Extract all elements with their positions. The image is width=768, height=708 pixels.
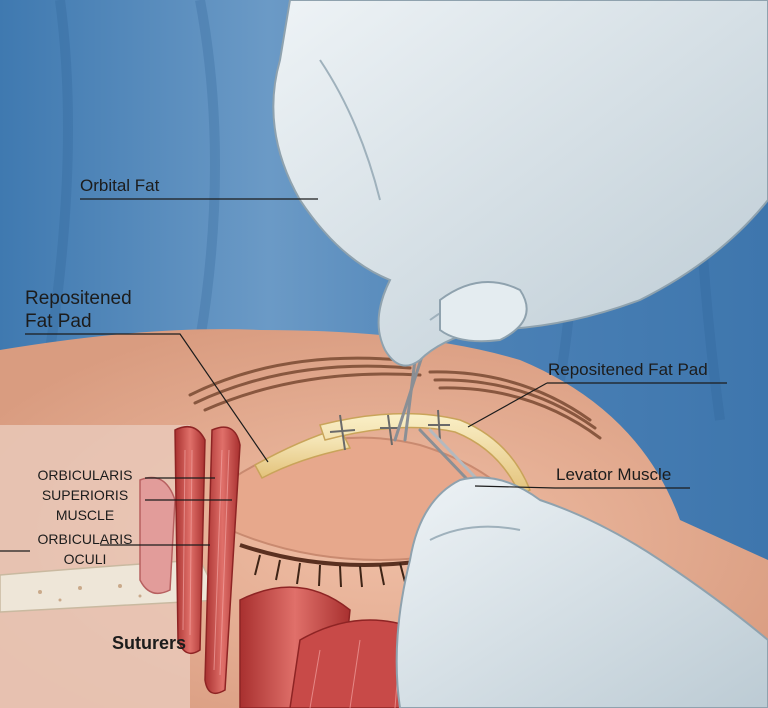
label-oculi: OCULI: [63, 551, 107, 567]
glove-finger-crease-1: [319, 59, 381, 201]
label-levator-muscle: Levator Muscle: [556, 465, 672, 484]
label-orbicularis-1: ORBICULARIS: [37, 467, 133, 483]
leader-repositioned-right: [467, 382, 727, 428]
lower-gloved-hand: [395, 476, 768, 708]
suture-stitches: [329, 409, 450, 451]
leader-lines: [0, 198, 727, 552]
orbicularis-oculi-muscle: [204, 426, 241, 695]
upper-gloved-hand: [272, 0, 768, 367]
fat-pad-left: [253, 427, 352, 480]
leader-repositioned-left: [25, 333, 269, 463]
label-repositioned-fat-pad-left-line1: Repositened: [25, 288, 132, 309]
label-orbicularis-2: ORBICULARIS: [37, 531, 133, 547]
label-repositioned-fat-pad-right: Repositened Fat Pad: [548, 360, 708, 379]
label-superioris: SUPERIORIS: [41, 487, 129, 503]
orbicularis-superioris-muscle: [174, 425, 206, 655]
label-repositioned-fat-pad-left-line2: Fat Pad: [25, 311, 92, 332]
glove-lower-crease: [429, 525, 521, 541]
label-sutures: Suturers: [112, 633, 187, 653]
eyebrow: [188, 356, 602, 440]
leader-oculi: [0, 544, 210, 552]
orbital-fat-cells: [139, 476, 176, 595]
leader-levator: [474, 485, 690, 489]
label-muscle: MUSCLE: [55, 507, 115, 523]
glove-thumb: [439, 281, 528, 343]
label-orbital-fat: Orbital Fat: [80, 176, 160, 195]
eye-lid-crease: [239, 543, 431, 567]
